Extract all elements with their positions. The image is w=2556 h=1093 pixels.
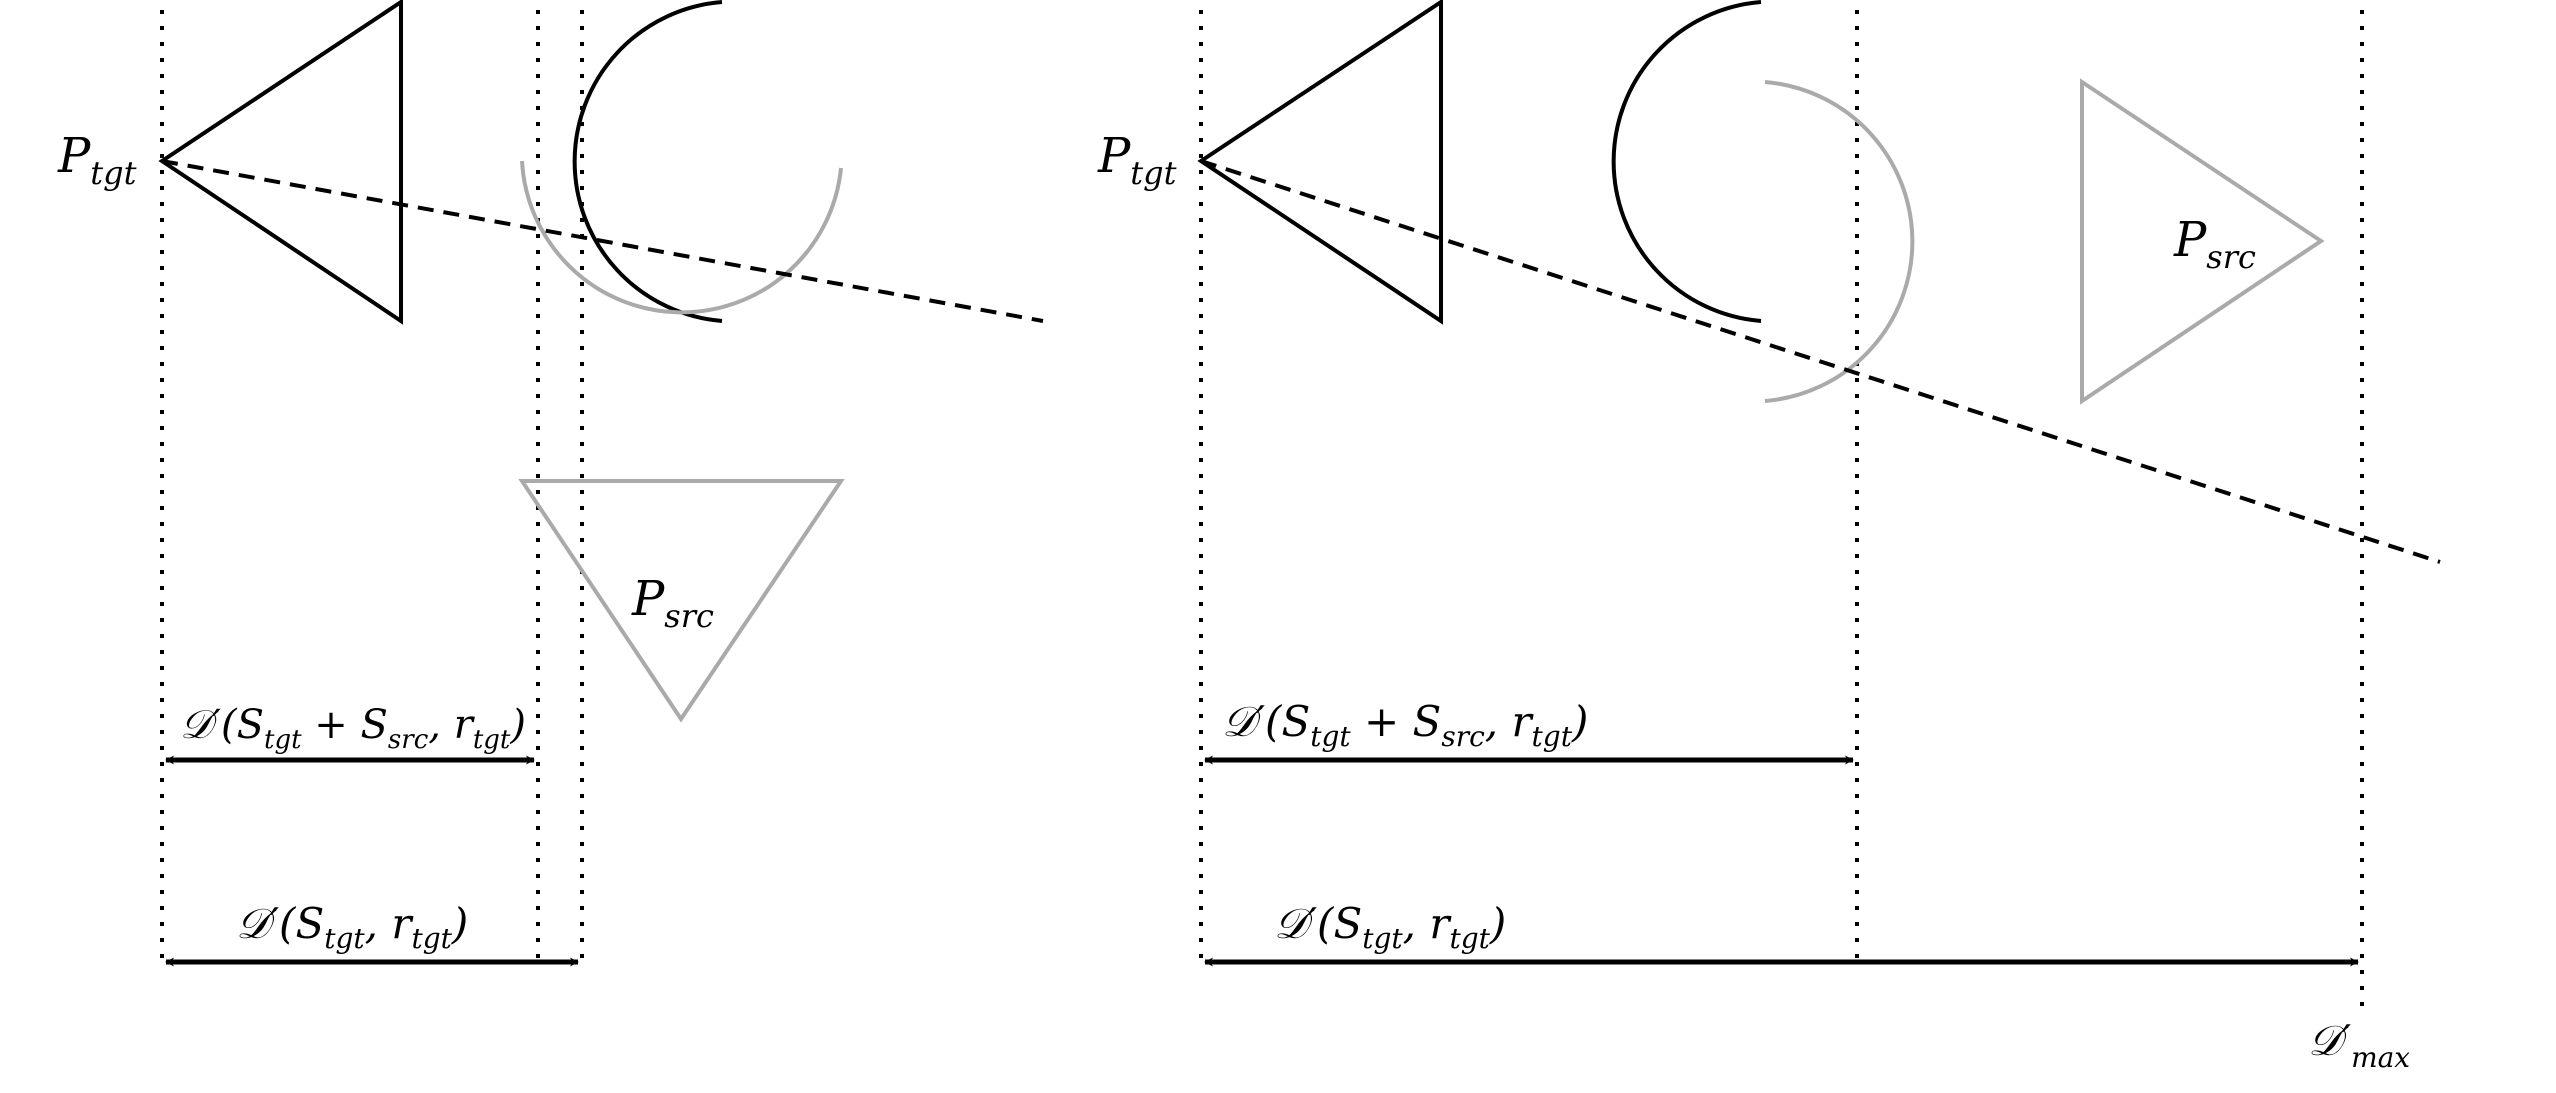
target-distance-label: 𝒟′(Stgt, rtgt) <box>1274 899 1506 955</box>
source-point-label: Psrc <box>2173 212 2256 276</box>
left-panel: Ptgt Psrc 𝒟′(Stgt + Ssrc, rtgt) 𝒟′(Stgt,… <box>57 0 1044 967</box>
source-arc <box>520 160 843 315</box>
ray-line <box>1200 159 2441 564</box>
source-arc <box>1764 80 1915 403</box>
source-point-label: Psrc <box>631 571 714 635</box>
right-panel: Ptgt Psrc 𝒟′(Stgt + Ssrc, rtgt) 𝒟′(Stgt,… <box>1097 0 2441 1074</box>
combined-distance-label: 𝒟′(Stgt + Ssrc, rtgt) <box>1222 697 1588 753</box>
target-point-label: Ptgt <box>1097 128 1177 192</box>
combined-distance-label: 𝒟′(Stgt + Ssrc, rtgt) <box>180 702 526 755</box>
ray-line <box>161 159 1044 323</box>
target-triangle <box>158 0 403 325</box>
target-distance-label: 𝒟′(Stgt, rtgt) <box>236 899 468 955</box>
target-arc <box>572 0 723 323</box>
source-triangle <box>2080 78 2325 405</box>
target-point-label: Ptgt <box>57 128 137 192</box>
source-triangle <box>518 479 845 723</box>
target-triangle <box>1197 0 1443 325</box>
max-distance-label: 𝒟′max <box>2308 1016 2410 1074</box>
target-arc <box>1611 0 1762 323</box>
